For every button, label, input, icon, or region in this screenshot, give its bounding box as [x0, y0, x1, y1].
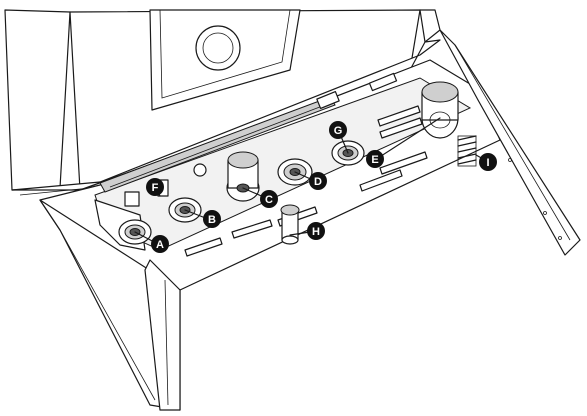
marker-c: C [260, 190, 278, 208]
marker-f: F [146, 178, 164, 196]
marker-g: G [329, 121, 347, 139]
boiler-casing [4, 9, 441, 196]
marker-e-text: E [371, 154, 378, 166]
marker-b: B [203, 210, 221, 228]
label-markers: A B C D E F [134, 117, 497, 253]
marker-a-text: A [156, 239, 164, 251]
fitting-b [168, 197, 202, 223]
marker-f-text: F [152, 182, 159, 194]
marker-d: D [309, 172, 327, 190]
marker-e: E [366, 150, 384, 168]
marker-a: A [151, 235, 169, 253]
marker-i-text: I [486, 157, 489, 169]
fitting-i-spring [457, 135, 477, 167]
fitting-c [226, 151, 260, 202]
marker-c-text: C [265, 194, 273, 206]
fitting-e [421, 81, 459, 139]
marker-h: H [307, 222, 325, 240]
marker-g-text: G [334, 125, 343, 137]
fitting-h-valve [280, 204, 300, 245]
right-bracket [439, 29, 581, 256]
marker-i: I [479, 153, 497, 171]
marker-d-text: D [314, 176, 322, 188]
marker-h-text: H [312, 226, 320, 238]
marker-b-text: B [208, 214, 216, 226]
